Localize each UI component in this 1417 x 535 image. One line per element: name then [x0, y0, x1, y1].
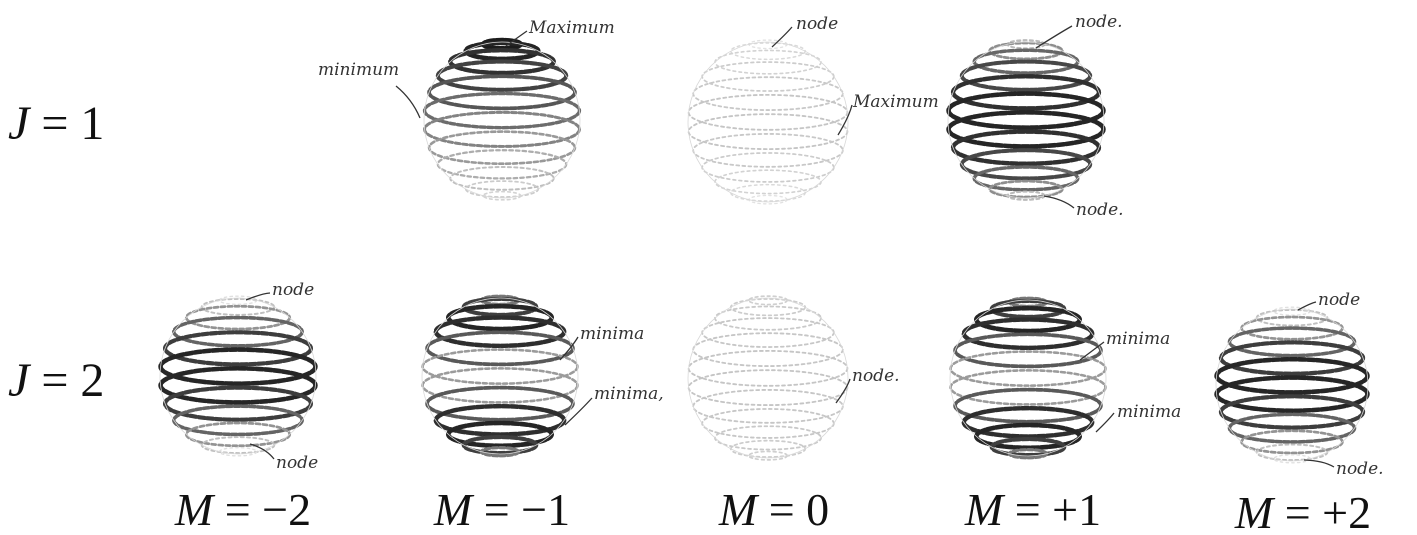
sphere-j2-m-minus1: [421, 294, 579, 458]
sphere-outline: [949, 299, 1107, 457]
annotation-leader-line: [837, 104, 853, 136]
annotation-maximum-side-m0: Maximum: [853, 92, 939, 112]
sphere-ring: [422, 91, 582, 130]
annotation-leader-line: [1095, 412, 1115, 433]
sphere-ring: [714, 305, 822, 331]
annotation-leader-line: [505, 30, 528, 47]
sphere-j2-m-plus2: [1214, 306, 1370, 464]
sphere-j2-m0: [687, 295, 849, 461]
annotation-leader-line: [395, 85, 421, 119]
column-label-m-minus1: M = −1: [434, 487, 570, 533]
row-label-j2-value: 2: [80, 354, 105, 407]
column-label-m-plus2-value: +2: [1322, 487, 1372, 535]
annotation-leader-line: [1297, 301, 1317, 311]
column-label-m-0-eq: =: [757, 484, 807, 535]
sphere-outline: [687, 297, 849, 459]
sphere-ring: [687, 369, 849, 407]
column-label-m-minus2-value: −2: [262, 484, 312, 535]
sphere-ring: [692, 332, 844, 368]
column-label-m-minus1-eq: =: [472, 484, 522, 535]
annotation-node-bottom-m1: node.: [1076, 200, 1124, 220]
annotation-node-top-j2-m-minus2: node: [272, 280, 315, 300]
row-label-j2-eq: =: [29, 354, 81, 407]
row-label-j1-eq: =: [29, 97, 81, 150]
annotation-minima-upper-j2-m-minus1: minima: [580, 324, 645, 344]
annotation-leader-line: [1035, 25, 1073, 49]
column-label-m-plus1-eq: =: [1003, 484, 1053, 535]
column-label-m-plus1: M = +1: [965, 487, 1101, 533]
annotation-leader-line: [1043, 195, 1075, 209]
sphere-ring: [949, 369, 1107, 406]
sphere-ring: [714, 169, 822, 195]
annotation-maximum-top: Maximum: [529, 18, 615, 38]
sphere-outline: [159, 297, 317, 455]
sphere-ring: [692, 133, 844, 168]
sphere-ring: [748, 39, 788, 50]
sphere-outline: [687, 41, 849, 203]
column-label-m-minus2-eq: =: [213, 484, 263, 535]
annotation-minima-lower-j2-m-plus1: minima: [1117, 402, 1182, 422]
sphere-j1-m0: [687, 39, 849, 205]
sphere-ring: [692, 388, 844, 424]
sphere-ring: [687, 113, 849, 151]
column-label-m-0-var: M: [718, 484, 758, 535]
annotation-node-top-m0: node: [796, 14, 839, 34]
sphere-j2-m-plus1: [949, 296, 1107, 460]
sphere-outline: [421, 297, 579, 455]
column-label-m-minus2: M = −2: [175, 487, 311, 533]
sphere-ring: [687, 93, 849, 131]
annotation-node-j2-m0: node.: [852, 366, 900, 386]
column-label-m-minus2-var: M: [174, 484, 214, 535]
row-label-j2: J = 2: [8, 357, 104, 405]
sphere-ring: [421, 367, 579, 404]
annotation-minimum-left: minimum: [318, 60, 400, 80]
sphere-ring: [692, 76, 844, 111]
column-label-m-plus2-eq: =: [1273, 487, 1323, 535]
annotation-leader-line: [564, 397, 593, 426]
sphere-ring: [748, 194, 788, 205]
sphere-outline: [1215, 308, 1369, 462]
row-label-j1: J = 1: [8, 100, 104, 148]
annotation-leader-line: [559, 336, 579, 361]
annotation-leader-line: [771, 26, 793, 48]
annotation-leader-line: [1303, 459, 1335, 468]
row-label-j1-var: J: [8, 97, 30, 150]
sphere-j1-m-plus1: [946, 39, 1106, 201]
row-label-j1-value: 1: [80, 97, 105, 150]
sphere-ring: [421, 348, 579, 385]
annotation-leader-line: [835, 378, 851, 404]
column-label-m-0: M = 0: [719, 487, 829, 533]
column-label-m-minus1-value: −1: [521, 484, 571, 535]
column-label-m-plus2: M = +2: [1235, 490, 1371, 535]
annotation-node-bottom-j2-m-minus2: node: [276, 453, 319, 473]
annotation-minima-lower-j2-m-minus1: minima,: [594, 384, 664, 404]
column-label-m-plus2-var: M: [1234, 487, 1274, 535]
sphere-j2-m-minus2: [158, 295, 318, 457]
sphere-ring: [714, 49, 822, 75]
sphere-ring: [949, 350, 1107, 387]
sphere-outline: [423, 41, 581, 199]
column-label-m-plus1-value: +1: [1052, 484, 1102, 535]
sphere-ring: [423, 110, 581, 148]
sphere-outline: [947, 41, 1105, 199]
column-label-m-minus1-var: M: [433, 484, 473, 535]
row-label-j2-var: J: [8, 354, 30, 407]
annotation-node-top-j2-m-plus2: node: [1318, 290, 1361, 310]
sphere-ring: [687, 349, 849, 387]
column-label-m-0-value: 0: [806, 484, 830, 535]
annotation-node-top-m1: node.: [1075, 12, 1123, 32]
sphere-ring: [464, 180, 540, 198]
annotation-leader-line: [245, 292, 271, 301]
column-label-m-plus1-var: M: [964, 484, 1004, 535]
annotation-leader-line: [249, 443, 275, 460]
annotation-node-bottom-j2-m-plus2: node.: [1336, 459, 1384, 479]
sphere-j1-m-minus1: [422, 37, 582, 201]
annotation-minima-upper-j2-m-plus1: minima: [1106, 329, 1171, 349]
annotation-leader-line: [1079, 341, 1105, 361]
